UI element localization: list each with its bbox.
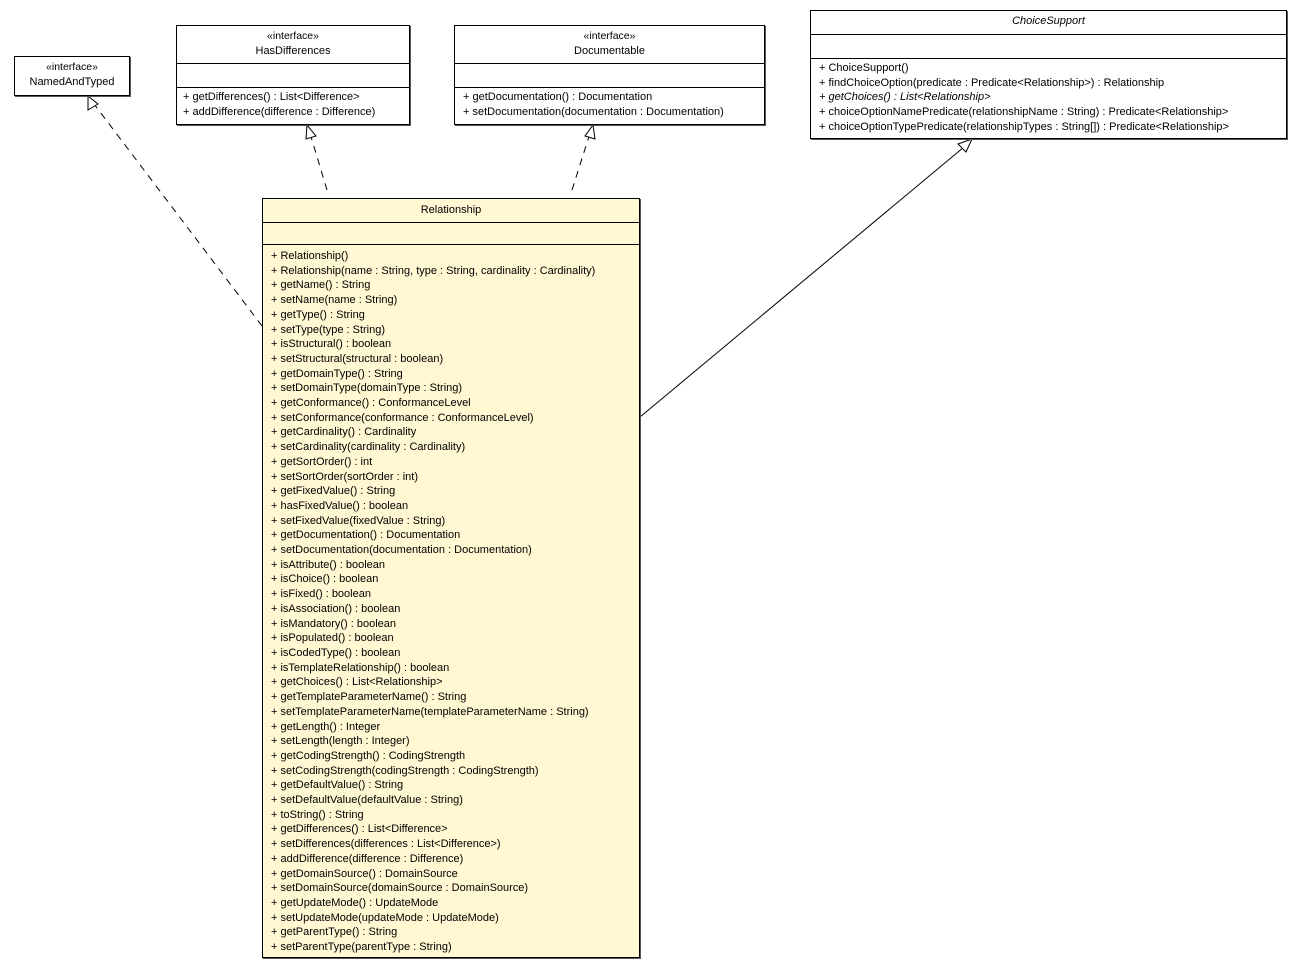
operation: + setType(type : String) bbox=[271, 323, 386, 336]
attributes-compartment bbox=[263, 222, 639, 244]
operation: + isChoice() : boolean bbox=[271, 573, 379, 586]
operation: + Relationship() bbox=[271, 250, 349, 262]
operation: + addDifference(difference : Difference) bbox=[183, 105, 376, 118]
operation: + isAttribute() : boolean bbox=[271, 558, 386, 571]
operation: + setLength(length : Integer) bbox=[271, 735, 410, 748]
operation: + getName() : String bbox=[271, 279, 371, 292]
operation: + getDomainSource() : DomainSource bbox=[271, 867, 458, 880]
generalization-edge-choice-support bbox=[639, 138, 973, 418]
class-name: ChoiceSupport bbox=[1012, 15, 1085, 27]
operation: + setDifferences(differences : List<Diff… bbox=[271, 838, 501, 851]
realization-edge-has-differences bbox=[305, 123, 328, 191]
stereotype-label: «interface» bbox=[46, 61, 98, 73]
operation: + isMandatory() : boolean bbox=[271, 617, 397, 630]
operation: + getCardinality() : Cardinality bbox=[271, 426, 417, 439]
operation: + setCardinality(cardinality : Cardinali… bbox=[271, 441, 466, 454]
operation: + setDocumentation(documentation : Docum… bbox=[271, 544, 532, 557]
operation: + getLength() : Integer bbox=[271, 720, 381, 733]
operation: + setCodingStrength(codingStrength : Cod… bbox=[271, 764, 539, 777]
operations-compartment: + getDocumentation() : Documentation + s… bbox=[455, 87, 764, 122]
operation: + setSortOrder(sortOrder : int) bbox=[271, 470, 419, 483]
operation: + getDefaultValue() : String bbox=[271, 779, 404, 792]
operation: + getParentType() : String bbox=[271, 926, 398, 939]
stereotype-label: «interface» bbox=[583, 30, 636, 42]
operation: + isCodedType() : boolean bbox=[271, 646, 401, 659]
operation: + isStructural() : boolean bbox=[271, 338, 392, 351]
operations-compartment: + getDifferences() : List<Difference> + … bbox=[177, 87, 409, 122]
operation: + getSortOrder() : int bbox=[271, 455, 373, 468]
operation: + getDomainType() : String bbox=[271, 367, 403, 380]
operations-compartment: + Relationship() + Relationship(name : St… bbox=[263, 244, 639, 958]
operation: + toString() : String bbox=[271, 808, 364, 821]
attributes-compartment bbox=[455, 63, 764, 87]
operation: + getChoices() : List<Relationship> bbox=[271, 676, 443, 689]
attributes-compartment bbox=[177, 63, 409, 87]
class-box-documentable[interactable]: «interface» Documentable + getDocumentat… bbox=[454, 25, 765, 125]
operation: + setFixedValue(fixedValue : String) bbox=[271, 514, 446, 527]
class-name: Relationship bbox=[420, 204, 482, 216]
operation: + setDocumentation(documentation : Docum… bbox=[463, 105, 724, 118]
realization-edge-documentable bbox=[571, 123, 596, 191]
operation: + ChoiceSupport() bbox=[819, 62, 909, 74]
operation: + choiceOptionTypePredicate(relationship… bbox=[819, 120, 1229, 133]
operation: + getTemplateParameterName() : String bbox=[271, 691, 467, 704]
operation: + hasFixedValue() : boolean bbox=[271, 499, 409, 512]
hollow-arrowhead-icon bbox=[87, 94, 99, 111]
operation: + getDifferences() : List<Difference> bbox=[271, 823, 448, 836]
operation: + isPopulated() : boolean bbox=[271, 632, 394, 645]
operation: + isAssociation() : boolean bbox=[271, 602, 401, 615]
class-header: Relationship bbox=[263, 199, 639, 222]
operation: + isFixed() : boolean bbox=[271, 588, 371, 601]
class-box-named-and-typed[interactable]: «interface» NamedAndTyped bbox=[14, 56, 130, 96]
class-name: NamedAndTyped bbox=[29, 76, 115, 88]
class-header: «interface» HasDifferences bbox=[177, 26, 409, 63]
class-header: ChoiceSupport bbox=[811, 11, 1286, 34]
operation: + getCodingStrength() : CodingStrength bbox=[271, 749, 466, 762]
operation: + getUpdateMode() : UpdateMode bbox=[271, 896, 439, 909]
operation: + setDomainType(domainType : String) bbox=[271, 382, 463, 395]
realization-edge-named-and-typed bbox=[87, 94, 263, 327]
hollow-arrowhead-icon bbox=[305, 123, 317, 140]
operation: + setDomainSource(domainSource : DomainS… bbox=[271, 882, 529, 895]
attributes-compartment bbox=[811, 34, 1286, 58]
operation: + setTemplateParameterName(templateParam… bbox=[271, 705, 589, 718]
stereotype-label: «interface» bbox=[267, 30, 319, 42]
operation: + setConformance(conformance : Conforman… bbox=[271, 411, 534, 424]
operation: + getFixedValue() : String bbox=[271, 485, 396, 498]
operation: + Relationship(name : String, type : Str… bbox=[271, 264, 596, 277]
operation: + setUpdateMode(updateMode : UpdateMode) bbox=[271, 911, 499, 924]
operation: + getDifferences() : List<Difference> bbox=[183, 91, 360, 103]
hollow-arrowhead-icon bbox=[584, 123, 596, 140]
class-box-has-differences[interactable]: «interface» HasDifferences + getDifferen… bbox=[176, 25, 410, 125]
class-box-choice-support[interactable]: ChoiceSupport + ChoiceSupport() + findCh… bbox=[810, 10, 1287, 139]
class-name: HasDifferences bbox=[255, 45, 331, 57]
operation: + isTemplateRelationship() : boolean bbox=[271, 661, 450, 674]
operations-compartment: + ChoiceSupport() + findChoiceOption(pre… bbox=[811, 58, 1286, 138]
hollow-arrowhead-icon bbox=[957, 138, 973, 153]
operation: + getDocumentation() : Documentation bbox=[463, 91, 653, 103]
abstract-operation: + getChoices() : List<Relationship> bbox=[819, 91, 991, 104]
class-header: «interface» Documentable bbox=[455, 26, 764, 63]
operation: + getDocumentation() : Documentation bbox=[271, 529, 461, 542]
operation: + choiceOptionNamePredicate(relationship… bbox=[819, 106, 1229, 119]
operation: + addDifference(difference : Difference) bbox=[271, 852, 464, 865]
operation: + setName(name : String) bbox=[271, 294, 398, 307]
operation: + findChoiceOption(predicate : Predicate… bbox=[819, 76, 1165, 89]
operation: + setDefaultValue(defaultValue : String) bbox=[271, 794, 463, 807]
class-header: «interface» NamedAndTyped bbox=[15, 57, 129, 92]
operation: + getConformance() : ConformanceLevel bbox=[271, 397, 471, 410]
operation: + getType() : String bbox=[271, 308, 365, 321]
class-box-relationship[interactable]: Relationship + Relationship()+ Relations… bbox=[262, 198, 640, 958]
class-name: Documentable bbox=[574, 45, 645, 57]
operation: + setParentType(parentType : String) bbox=[271, 941, 452, 954]
operation: + setStructural(structural : boolean) bbox=[271, 352, 444, 365]
